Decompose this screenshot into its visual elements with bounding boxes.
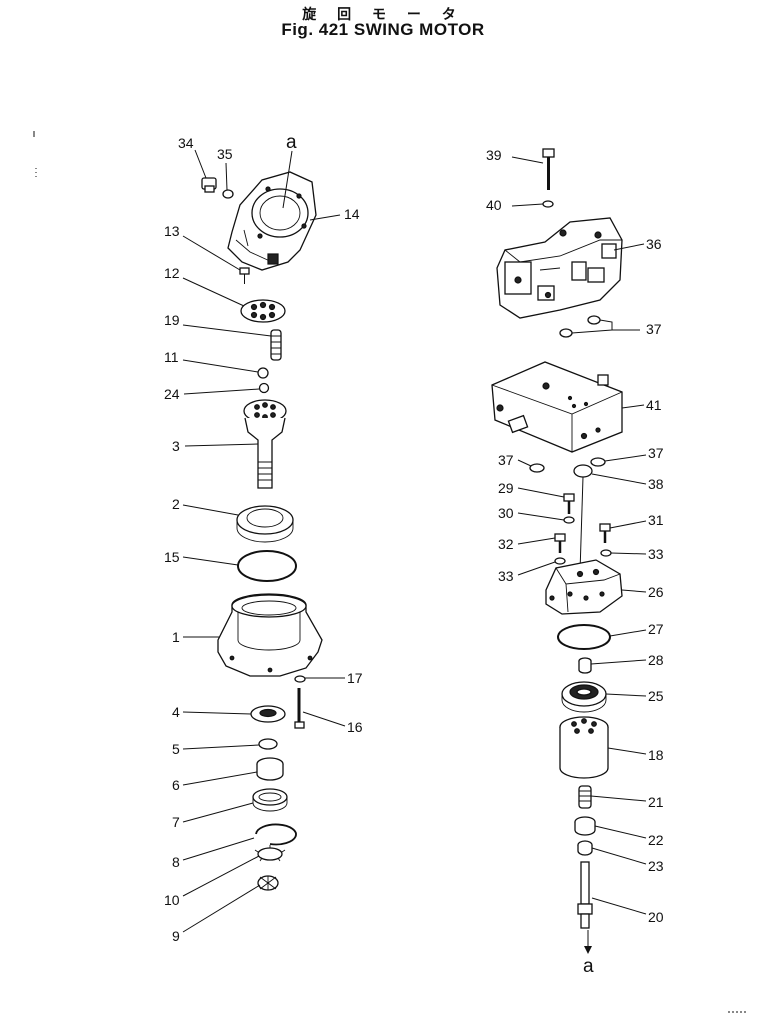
part-31-bolt: [599, 523, 611, 543]
part-4-bearing: [250, 705, 286, 723]
part-32-bolt: [554, 533, 566, 553]
part-37-o-ring-b: [559, 328, 573, 338]
part-10-lock-washer: [254, 845, 286, 862]
part-23-spacer: [577, 840, 593, 856]
callout-4: 4: [172, 704, 180, 720]
callout-32: 32: [498, 536, 514, 552]
part-9-pinion: [257, 875, 279, 891]
callout-28: 28: [648, 652, 664, 668]
callout-25: 25: [648, 688, 664, 704]
callout-35: 35: [217, 146, 233, 162]
part-40-washer: [542, 200, 554, 208]
part-26-cover: [545, 559, 623, 615]
callout-23: 23: [648, 858, 664, 874]
callout-10: 10: [164, 892, 180, 908]
callout-7: 7: [172, 814, 180, 830]
part-34-plug: [201, 177, 217, 193]
part-2-bearing: [236, 505, 294, 543]
callout-9: 9: [172, 928, 180, 944]
callout-24: 24: [164, 386, 180, 402]
part-19-spring: [270, 329, 282, 361]
callout-2: 2: [172, 496, 180, 512]
callout-38: 38: [648, 476, 664, 492]
part-24-pin: [258, 382, 270, 394]
part-39-bolt: [542, 148, 555, 190]
part-35-o-ring: [222, 189, 234, 199]
callout-16: 16: [347, 719, 363, 735]
part-12-valve-plate: [240, 299, 286, 323]
part-1-casing: [217, 593, 323, 677]
callout-11: 11: [164, 349, 179, 365]
part-20-shaft: [577, 861, 593, 929]
callout-12: 12: [164, 265, 180, 281]
part-22-collar: [574, 816, 596, 836]
callout-29: 29: [498, 480, 514, 496]
arrow-to-a: [584, 930, 592, 954]
callout-3: 3: [172, 438, 180, 454]
callout-33-right: 33: [648, 546, 664, 562]
part-16-bolt: [294, 688, 305, 729]
callout-41: 41: [646, 397, 662, 413]
callout-40: 40: [486, 197, 502, 213]
figure-title: Fig. 421 SWING MOTOR: [281, 20, 485, 39]
part-5-ring: [258, 738, 278, 750]
part-36-control-valve: [496, 217, 623, 319]
callout-33-left: 33: [498, 568, 514, 584]
callout-22: 22: [648, 832, 664, 848]
part-3-shaft-block: [243, 399, 287, 489]
callout-34: 34: [178, 135, 194, 151]
callout-18: 18: [648, 747, 664, 763]
part-33-washer-b: [554, 557, 566, 565]
part-6-collar: [256, 757, 284, 781]
part-37-o-ring-a: [587, 315, 601, 325]
callout-14: 14: [344, 206, 360, 222]
callout-a-bottom: a: [583, 956, 594, 977]
callout-13: 13: [164, 223, 180, 239]
part-33-washer-a: [600, 549, 612, 557]
scan-marks: [33, 131, 748, 1013]
part-41-manifold: [491, 361, 623, 453]
part-37-o-ring-c: [529, 463, 545, 473]
callout-27: 27: [648, 621, 664, 637]
leader-lines: [182, 149, 647, 933]
callout-36: 36: [646, 236, 662, 252]
part-29-bolt: [563, 493, 575, 514]
callout-8: 8: [172, 854, 180, 870]
part-13-bolt: [239, 267, 250, 284]
callout-6: 6: [172, 777, 180, 793]
part-21-spring: [578, 785, 592, 809]
part-15-o-ring: [237, 550, 297, 582]
part-11-ball: [257, 367, 269, 379]
callout-37-b: 37: [498, 452, 514, 468]
callout-1: 1: [172, 629, 180, 645]
part-17-washer: [294, 675, 306, 683]
callout-37-c: 37: [648, 445, 664, 461]
figure-title-japanese: 旋 回 モ ー タ: [302, 7, 464, 23]
callout-21: 21: [648, 794, 664, 810]
callout-37-a: 37: [646, 321, 662, 337]
part-30-washer: [563, 516, 575, 524]
part-8-snap-ring: [255, 823, 297, 846]
part-37-o-ring-d: [590, 457, 606, 467]
callout-17: 17: [347, 670, 363, 686]
callout-30: 30: [498, 505, 514, 521]
part-7-race: [252, 788, 288, 812]
callout-5: 5: [172, 741, 180, 757]
part-28-pin: [578, 657, 592, 674]
callout-15: 15: [164, 549, 180, 565]
callout-20: 20: [648, 909, 664, 925]
callout-a-top: a: [286, 132, 297, 153]
part-14-housing: [227, 171, 317, 271]
part-18-cylinder-block: [559, 716, 609, 779]
callout-31: 31: [648, 512, 664, 528]
part-25-valve-plate: [561, 681, 607, 713]
callout-labels: a a 34 35 14 13 12 19 11 24 3 2 15 1 17 …: [164, 132, 664, 977]
part-27-o-ring: [557, 624, 611, 650]
part-38-o-ring: [573, 464, 593, 478]
callout-19: 19: [164, 312, 180, 328]
callout-26: 26: [648, 584, 664, 600]
callout-39: 39: [486, 147, 502, 163]
